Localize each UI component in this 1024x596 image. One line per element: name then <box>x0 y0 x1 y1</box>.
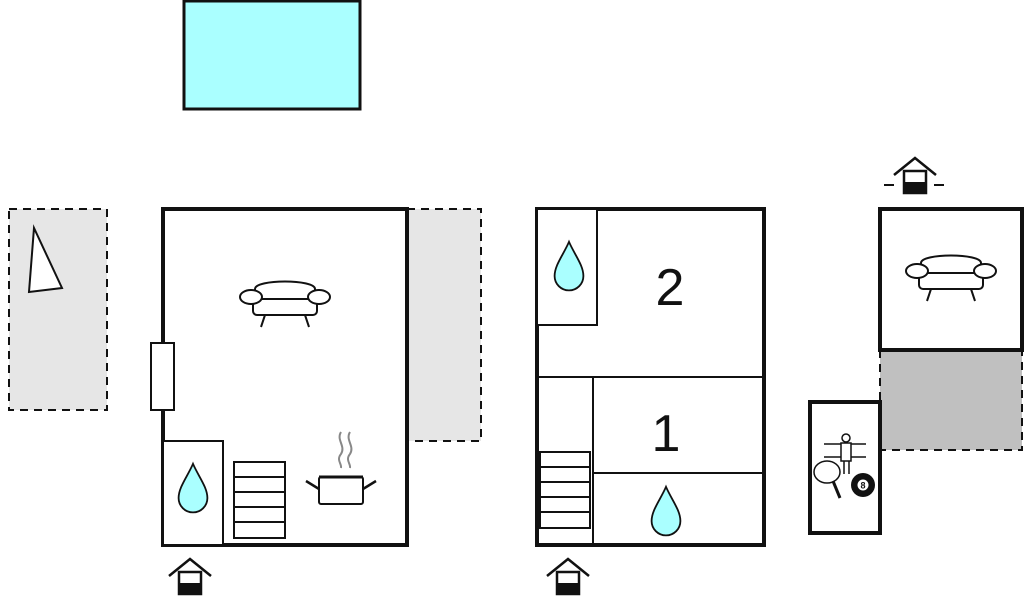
room-1-label: 1 <box>652 405 681 463</box>
billiard-ball-number: 8 <box>860 481 865 491</box>
games-icon: 8 <box>813 433 875 499</box>
cooking-pot-icon <box>305 431 377 505</box>
entrance-house-icon <box>545 557 591 596</box>
carport <box>879 349 1023 451</box>
stairs-icon <box>233 461 286 539</box>
room-2-label: 2 <box>656 259 685 317</box>
sail-icon <box>27 224 64 294</box>
entrance-house-icon <box>167 557 213 596</box>
entrance-house-icon <box>892 156 938 195</box>
stairs-icon <box>539 451 591 529</box>
terrace-left <box>8 208 108 411</box>
window <box>150 342 175 411</box>
terrace-right <box>406 208 482 442</box>
pool-icon <box>182 0 362 111</box>
